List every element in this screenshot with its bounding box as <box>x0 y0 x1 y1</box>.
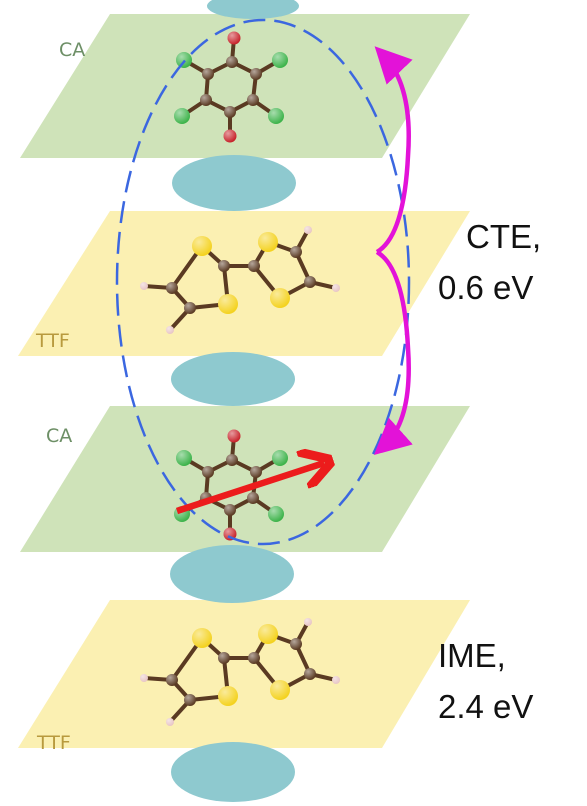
hydrogen-atom-highlight <box>304 618 312 626</box>
hydrogen-atom-highlight <box>140 282 148 290</box>
ime-energy-label: 2.4 eV <box>438 688 533 725</box>
sulfur-atom-highlight <box>192 236 212 256</box>
pi-orbital-lobe <box>171 742 295 802</box>
hydrogen-atom-highlight <box>304 226 312 234</box>
carbon-atom-highlight <box>166 674 178 686</box>
carbon-atom-highlight <box>166 282 178 294</box>
carbon-atom-highlight <box>226 56 238 68</box>
carbon-atom-highlight <box>218 652 230 664</box>
sulfur-atom-highlight <box>270 680 290 700</box>
cte-upper-arrow <box>374 46 413 254</box>
plane-label-ttf-1: TTF <box>35 330 70 352</box>
carbon-atom-highlight <box>247 492 259 504</box>
carbon-atom-highlight <box>248 260 260 272</box>
plane-ttf-2 <box>18 600 470 748</box>
carbon-atom-highlight <box>250 68 262 80</box>
chlorine-atom-highlight <box>268 506 284 522</box>
pi-orbital-lobes <box>170 0 299 802</box>
hydrogen-atom-highlight <box>166 718 174 726</box>
plane-ca-1 <box>20 14 470 158</box>
carbon-atom-highlight <box>247 94 259 106</box>
chloranil-molecule-top <box>174 31 288 143</box>
pi-orbital-lobe <box>170 545 294 603</box>
carbon-atom-highlight <box>184 302 196 314</box>
sulfur-atom-highlight <box>258 232 278 252</box>
pi-orbital-lobe <box>171 352 295 406</box>
ime-arrow <box>175 463 324 515</box>
chlorine-atom-highlight <box>272 52 288 68</box>
carbon-atom-highlight <box>184 694 196 706</box>
carbon-atom-highlight <box>202 466 214 478</box>
sulfur-atom-highlight <box>258 624 278 644</box>
cte-label: CTE, <box>466 218 541 255</box>
ttf-molecule-upper <box>140 226 340 334</box>
oxygen-atom-highlight <box>223 129 237 143</box>
cte-lower-arrow <box>373 250 413 456</box>
carbon-atom-highlight <box>290 638 302 650</box>
cte-energy-label: 0.6 eV <box>438 269 533 306</box>
plane-ttf-1 <box>18 211 470 356</box>
ttf-molecule-lower <box>140 618 340 726</box>
hydrogen-atom-highlight <box>332 676 340 684</box>
planes-layer <box>18 14 470 748</box>
sulfur-atom-highlight <box>218 686 238 706</box>
plane-ca-2 <box>20 406 470 552</box>
carbon-atom-highlight <box>248 652 260 664</box>
chlorine-atom-highlight <box>272 450 288 466</box>
carbon-atom-highlight <box>200 94 212 106</box>
hydrogen-atom-highlight <box>166 326 174 334</box>
sulfur-atom-highlight <box>192 628 212 648</box>
hydrogen-atom-highlight <box>140 674 148 682</box>
carbon-atom-highlight <box>304 276 316 288</box>
chlorine-atom-highlight <box>176 450 192 466</box>
plane-label-ttf-2: TTF <box>36 732 71 754</box>
plane-label-ca-1: CA <box>59 39 85 61</box>
carbon-atom-highlight <box>224 504 236 516</box>
carbon-atom-highlight <box>290 246 302 258</box>
sulfur-atom-highlight <box>270 288 290 308</box>
plane-label-ca-2: CA <box>46 425 72 447</box>
carbon-atom-highlight <box>224 106 236 118</box>
ime-label: IME, <box>438 637 506 674</box>
oxygen-atom-highlight <box>227 31 241 45</box>
hydrogen-atom-highlight <box>332 284 340 292</box>
chlorine-atom-highlight <box>174 108 190 124</box>
pi-orbital-lobe <box>172 155 296 211</box>
sulfur-atom-highlight <box>218 294 238 314</box>
carbon-atom-highlight <box>202 68 214 80</box>
oxygen-atom-highlight <box>227 429 241 443</box>
pi-orbital-lobe <box>207 0 299 19</box>
carbon-atom-highlight <box>250 466 262 478</box>
carbon-atom-highlight <box>218 260 230 272</box>
chlorine-atom-highlight <box>268 108 284 124</box>
carbon-atom-highlight <box>226 454 238 466</box>
dimer-dashed-ellipse <box>115 18 411 546</box>
carbon-atom-highlight <box>304 668 316 680</box>
